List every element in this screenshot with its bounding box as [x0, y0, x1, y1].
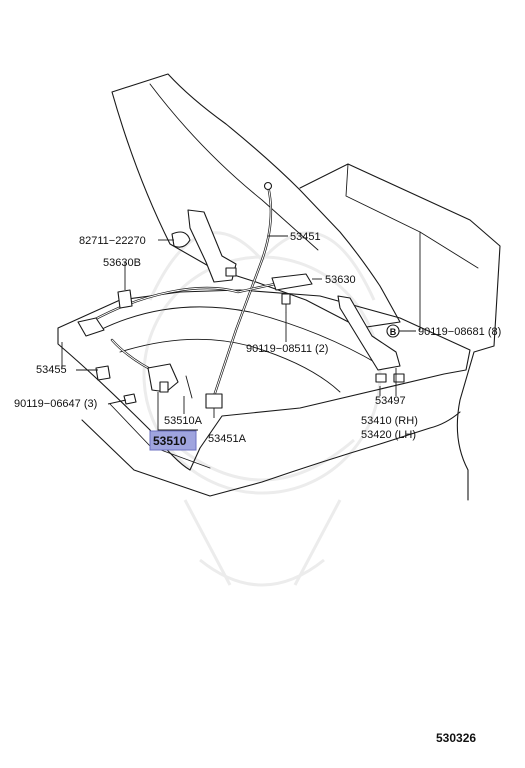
label-53510a: 53510A — [164, 415, 203, 427]
engine-bay-outline — [57, 289, 471, 471]
label-53455: 53455 — [36, 364, 67, 376]
label-53630b: 53630B — [103, 257, 141, 269]
leader-lines — [61, 235, 416, 431]
bracket-53630b — [117, 289, 133, 309]
diagram-number: 530326 — [436, 731, 476, 745]
hood-panel — [111, 73, 401, 329]
fender-panel-line — [345, 163, 479, 269]
hood-inner-edge — [149, 83, 319, 251]
label-53410-rh: 53410 (RH) — [361, 415, 418, 427]
lower-body — [81, 411, 461, 497]
hood-latch-53510 — [147, 363, 193, 399]
label-53451a: 53451A — [208, 433, 247, 445]
label-53420-lh: 53420 (LH) — [361, 429, 416, 441]
label-90119-06647: 90119−06647 (3) — [14, 398, 97, 410]
clamp-82711 — [171, 231, 191, 248]
hood-lock-53455 — [77, 317, 111, 381]
label-90119-08511: 90119−08511 (2) — [246, 343, 328, 355]
highlight-53510 — [149, 430, 197, 451]
svg-text:B: B — [390, 327, 397, 337]
label-82711-22270: 82711−22270 — [79, 235, 146, 247]
bolt-90119-08681: B — [386, 324, 400, 338]
label-53510: 53510 — [153, 434, 187, 448]
bay-floor-curve-2 — [119, 338, 341, 393]
bracket-53630 — [271, 273, 313, 313]
bay-floor-curve — [99, 306, 379, 365]
right-hood-hinge — [337, 295, 405, 383]
label-53451: 53451 — [290, 231, 321, 243]
label-90119-08681: 90119−08681 (8) — [418, 326, 501, 338]
hood-support-rod — [205, 181, 273, 409]
label-53497: 53497 — [375, 395, 406, 407]
bolt-90119-06647 — [123, 393, 137, 405]
label-53630: 53630 — [325, 274, 356, 286]
left-hood-hinge — [187, 209, 237, 283]
right-fender — [299, 163, 501, 501]
